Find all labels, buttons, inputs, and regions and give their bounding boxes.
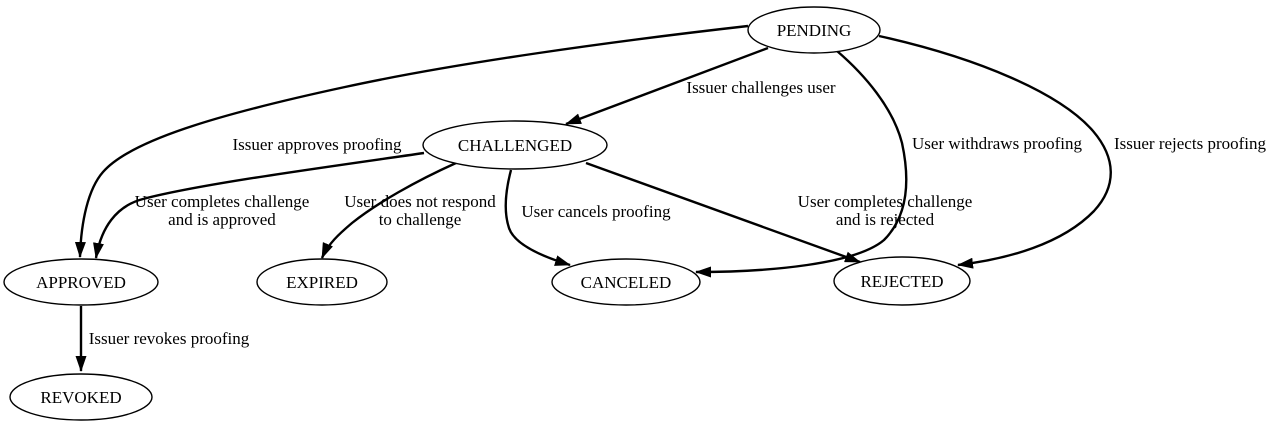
- node-canceled-shape: [551, 258, 701, 306]
- edge-label-no-respond-line2: to challenge: [379, 210, 462, 229]
- node-expired-label: EXPIRED: [286, 273, 358, 292]
- edge-label-user-withdraws-proofing: User withdraws proofing: [912, 134, 1082, 153]
- node-canceled-label: CANCELED: [581, 273, 672, 292]
- edge-challenged-to-expired: [320, 161, 457, 259]
- node-revoked-label: REVOKED: [40, 388, 121, 407]
- edge-challenged-to-rejected: [585, 161, 861, 264]
- edge-pending-to-rejected: [878, 34, 1112, 269]
- node-challenged: CHALLENGED: [422, 120, 608, 170]
- edge-label-completes-rejected-line1: User completes challenge: [798, 192, 973, 211]
- node-pending-shape: [747, 6, 881, 54]
- node-expired: EXPIRED: [256, 258, 388, 306]
- edges: [74, 24, 1112, 372]
- edge-label-completes-approved-line1: User completes challenge: [135, 192, 310, 211]
- node-approved-label: APPROVED: [36, 273, 126, 292]
- node-approved: APPROVED: [3, 258, 159, 306]
- edge-challenged-to-canceled: [504, 169, 571, 267]
- nodes: PENDING CHALLENGED APPROVED EXPIRED CANC…: [3, 6, 971, 421]
- edge-label-issuer-approves-proofing: Issuer approves proofing: [232, 135, 402, 154]
- edge-pending-to-canceled: [695, 50, 908, 278]
- edge-label-issuer-rejects-proofing: Issuer rejects proofing: [1114, 134, 1267, 153]
- edge-label-completes-approved-line2: and is approved: [168, 210, 276, 229]
- node-revoked-shape: [9, 373, 153, 421]
- edge-pending-to-challenged: [565, 46, 769, 126]
- edge-label-issuer-challenges-user: Issuer challenges user: [686, 78, 836, 97]
- edge-label-user-cancels-proofing: User cancels proofing: [521, 202, 671, 221]
- edge-pending-to-approved: [74, 24, 749, 258]
- edge-label-issuer-revokes-proofing: Issuer revokes proofing: [89, 329, 250, 348]
- edge-label-completes-rejected-line2: and is rejected: [836, 210, 935, 229]
- node-rejected-label: REJECTED: [860, 272, 943, 291]
- edge-challenged-to-approved: [93, 151, 425, 259]
- node-rejected-shape: [833, 256, 971, 306]
- node-approved-shape: [3, 258, 159, 306]
- node-revoked: REVOKED: [9, 373, 153, 421]
- node-canceled: CANCELED: [551, 258, 701, 306]
- node-rejected: REJECTED: [833, 256, 971, 306]
- edge-label-no-respond-line1: User does not respond: [344, 192, 496, 211]
- node-pending: PENDING: [747, 6, 881, 54]
- edge-labels: Issuer challenges user Issuer approves p…: [89, 78, 1267, 348]
- node-challenged-label: CHALLENGED: [458, 136, 572, 155]
- node-challenged-shape: [422, 120, 608, 170]
- node-expired-shape: [256, 258, 388, 306]
- node-pending-label: PENDING: [777, 21, 852, 40]
